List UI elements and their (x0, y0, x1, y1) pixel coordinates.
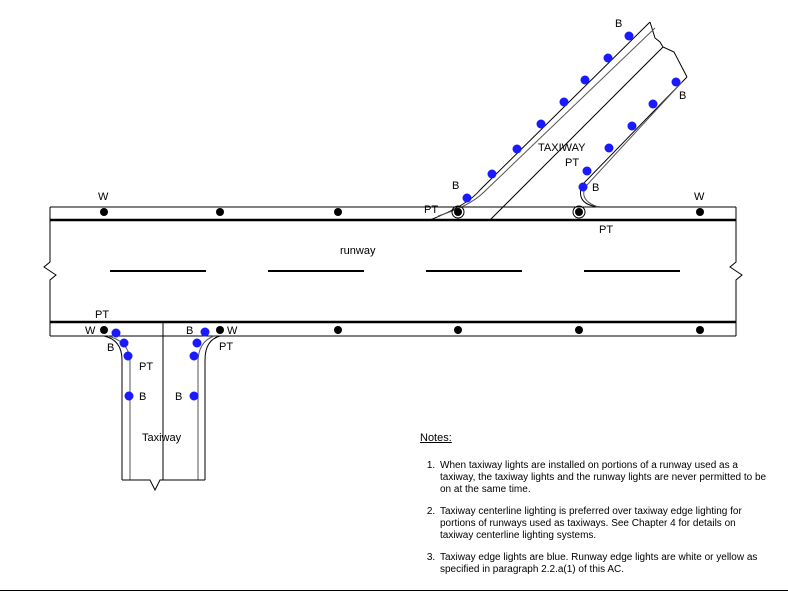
runway-light (216, 326, 224, 334)
pt-label: PT (219, 341, 233, 353)
taxiway-light (512, 144, 522, 154)
taxiway-light (487, 169, 497, 179)
b-label: B (592, 182, 599, 194)
runway-light (454, 208, 462, 216)
taxiway-upper-inner-gray (437, 27, 656, 217)
runway-light (696, 208, 704, 216)
taxiway-light (603, 53, 613, 63)
note-item: When taxiway lights are installed on por… (438, 460, 770, 496)
runway (43, 206, 743, 337)
b-label: B (615, 18, 622, 30)
taxiway-light (604, 143, 614, 153)
runway-label: runway (340, 245, 376, 257)
runway-light (575, 208, 583, 216)
pt-label: PT (565, 157, 579, 169)
runway-edge-lights (100, 205, 704, 334)
notes-section: Notes: When taxiway lights are installed… (420, 432, 770, 586)
b-label: B (139, 391, 146, 403)
w-label: W (694, 191, 705, 203)
taxiway-light (462, 193, 472, 203)
runway-light (334, 326, 342, 334)
pt-label: PT (424, 204, 438, 216)
taxiway-upper-middle-edge (489, 46, 664, 221)
w-label: W (227, 325, 238, 337)
notes-title: Notes: (420, 432, 452, 444)
b-label: B (107, 342, 114, 354)
taxiway-light (192, 338, 202, 348)
taxiway-light (189, 351, 199, 361)
taxiway-upper-left-edge (429, 21, 651, 221)
runway-light-outline (451, 205, 465, 219)
taxiway-light (648, 99, 658, 109)
upper-taxiway (429, 21, 688, 221)
taxiway-light (578, 182, 588, 192)
runway-light (696, 326, 704, 334)
taxiway-lower-break (122, 479, 205, 492)
b-label: B (175, 391, 182, 403)
taxiway-light (627, 121, 637, 131)
runway-light (575, 326, 583, 334)
taxiway-light (200, 327, 210, 337)
runway-light (454, 326, 462, 334)
lower-taxiway (103, 322, 221, 492)
notes-list: When taxiway lights are installed on por… (420, 460, 770, 576)
taxiway-edge-lights (111, 31, 681, 401)
taxiway-light (119, 338, 129, 348)
taxiway-light (536, 119, 546, 129)
taxiway-lower-left-inner (107, 335, 131, 480)
taxiway-upper-break (649, 21, 688, 78)
taxiway-lower-label: Taxiway (142, 432, 182, 444)
taxiway-light (671, 77, 681, 87)
b-label: B (186, 325, 193, 337)
taxiway-light (189, 391, 199, 401)
taxiway-light (624, 31, 634, 41)
taxiway-light (111, 328, 121, 338)
taxiway-lower-right-edge (204, 335, 221, 480)
runway-light (100, 326, 108, 334)
runway-light (216, 208, 224, 216)
b-label: B (679, 90, 686, 102)
w-label: W (85, 325, 96, 337)
taxiway-light (123, 351, 133, 361)
runway-right-break (729, 220, 743, 322)
runway-light-outline (572, 205, 586, 219)
taxiway-light (124, 391, 134, 401)
pt-label: PT (95, 309, 109, 321)
taxiway-lower-left-edge (103, 335, 123, 480)
taxiway-light (582, 166, 592, 176)
page-bottom-rule (0, 590, 788, 591)
taxiway-light (580, 75, 590, 85)
diagram-labels: runway TAXIWAY Taxiway W W W W B B B B B… (85, 18, 705, 444)
w-label: W (98, 191, 109, 203)
pt-label: PT (139, 361, 153, 373)
pt-label: PT (599, 224, 613, 236)
b-label: B (452, 180, 459, 192)
taxiway-upper-label: TAXIWAY (538, 142, 586, 154)
runway-light (100, 208, 108, 216)
note-item: Taxiway edge lights are blue. Runway edg… (438, 552, 770, 576)
taxiway-light (559, 97, 569, 107)
runway-left-break (43, 220, 57, 322)
taxiway-lower-right-inner (197, 335, 215, 480)
runway-light (334, 208, 342, 216)
note-item: Taxiway centerline lighting is preferred… (438, 506, 770, 542)
